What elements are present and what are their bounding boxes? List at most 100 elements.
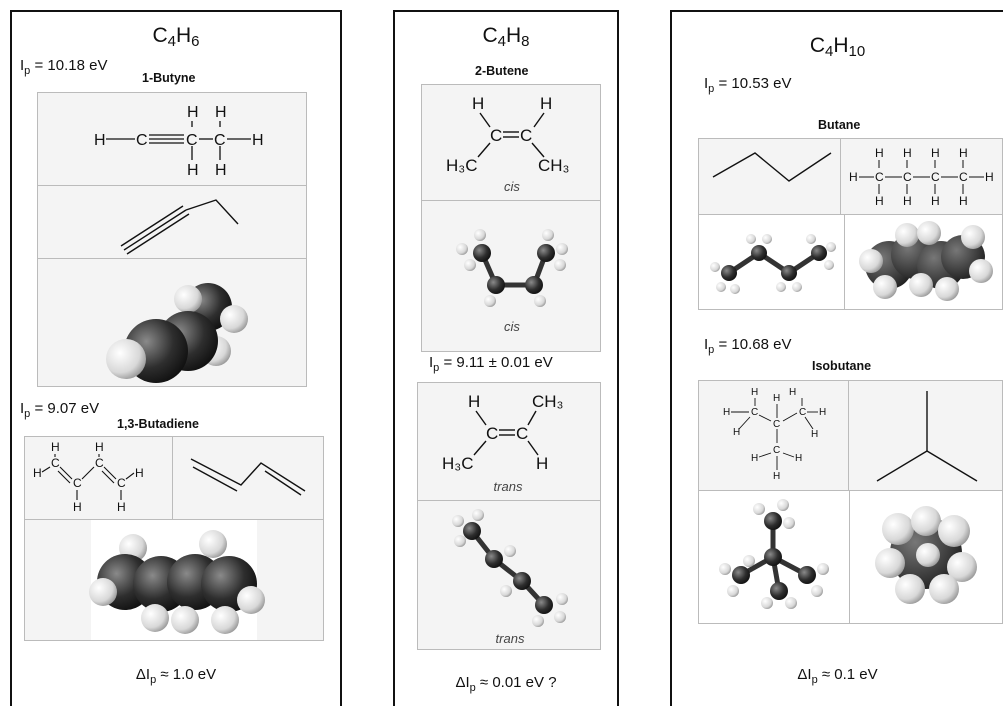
svg-text:H: H (931, 146, 940, 160)
panel-c4h8: C4H8 2-Butene H H C C H₃C CH₃ cis (393, 10, 619, 706)
lewis-butane-svg: H C C C C H H H H H H H H H (849, 146, 994, 208)
svg-text:H: H (252, 132, 264, 149)
svg-text:H: H (875, 146, 884, 160)
svg-text:H: H (117, 500, 126, 514)
svg-text:H: H (95, 440, 104, 454)
space-filling-model-isobutane (849, 491, 1002, 623)
svg-text:trans: trans (496, 631, 525, 646)
svg-text:H: H (773, 471, 780, 482)
ip-1-butyne: Ip = 10.18 eV (20, 57, 108, 77)
delta-ip-c4h8: ΔIp ≈ 0.01 eV ? (455, 674, 557, 694)
svg-text:H: H (903, 194, 912, 208)
svg-text:C: C (903, 170, 912, 184)
svg-text:C: C (751, 407, 758, 418)
panel-c4h10: C4H10 Ip = 10.53 eV Butane H C C C C H H… (670, 10, 1003, 706)
svg-text:C: C (117, 476, 126, 490)
svg-text:C: C (73, 476, 82, 490)
svg-text:H: H (819, 407, 826, 418)
svg-text:H: H (723, 407, 730, 418)
svg-text:H: H (215, 162, 227, 179)
svg-text:H: H (733, 427, 740, 438)
svg-text:C: C (875, 170, 884, 184)
svg-text:H₃C: H₃C (446, 156, 477, 175)
ip-isobutane: Ip = 10.68 eV (704, 336, 792, 356)
lewis-1-butyne-svg: H C C C H H H H H (94, 104, 264, 179)
skeletal-isobutane-svg (876, 391, 978, 482)
skeletal-butane-svg (712, 152, 832, 182)
delta-ip-c4h10: ΔIp ≈ 0.1 eV (797, 666, 878, 686)
svg-text:C: C (51, 456, 60, 470)
svg-text:cis: cis (504, 319, 520, 334)
skeletal-13-butadiene-svg (190, 458, 306, 496)
svg-text:H: H (789, 387, 796, 398)
space-filling-model-1-butyne (38, 259, 306, 387)
svg-text:C: C (490, 126, 502, 145)
skeletal-1-butyne-svg (120, 199, 239, 255)
svg-text:C: C (773, 419, 780, 430)
model-1-butyne-svg (106, 283, 248, 383)
svg-text:trans: trans (494, 479, 523, 494)
formula-c4h8: C4H8 (482, 24, 530, 50)
model-13-butadiene-svg (89, 520, 265, 640)
name-1-3-butadiene: 1,3-Butadiene (117, 417, 199, 431)
lewis-13-butadiene-svg: H C H C H C H C H H (33, 440, 144, 514)
ball-stick-model-cis-2-butene: cis (422, 201, 600, 351)
model-butane-ball-svg (710, 234, 836, 294)
ip-2-butene: Ip = 9.11 ± 0.01 eV (429, 354, 553, 374)
svg-text:C: C (799, 407, 806, 418)
svg-text:H: H (811, 429, 818, 440)
svg-text:C: C (186, 132, 198, 149)
structure-box-butane: H C C C C H H H H H H H H H (698, 138, 1003, 310)
svg-text:cis: cis (504, 179, 520, 194)
ip-1-3-butadiene: Ip = 9.07 eV (20, 400, 100, 420)
svg-text:C: C (516, 424, 528, 443)
svg-text:H: H (536, 454, 548, 473)
lewis-structure-1-butyne: H C C C H H H H H (38, 93, 306, 186)
svg-text:H: H (931, 194, 940, 208)
svg-text:H: H (959, 194, 968, 208)
svg-text:H: H (51, 440, 60, 454)
svg-text:H: H (959, 146, 968, 160)
svg-text:H: H (751, 453, 758, 464)
ball-stick-model-butane (699, 215, 845, 309)
structure-box-trans-2-butene: H CH₃ C C H₃C H trans (417, 382, 601, 650)
svg-text:H: H (985, 170, 994, 184)
svg-text:H: H (875, 194, 884, 208)
svg-text:H₃C: H₃C (442, 454, 473, 473)
svg-text:H: H (33, 466, 42, 480)
svg-text:C: C (931, 170, 940, 184)
name-2-butene: 2-Butene (475, 64, 529, 78)
svg-text:H: H (135, 466, 144, 480)
model-butane-space-svg (859, 221, 993, 301)
model-isobutane-space-svg (875, 506, 977, 604)
svg-text:H: H (187, 104, 199, 121)
space-filling-model-1-3-butadiene (25, 520, 323, 640)
space-filling-model-butane (845, 215, 1002, 309)
svg-text:H: H (468, 392, 480, 411)
svg-text:H: H (187, 162, 199, 179)
lewis-cis-svg: H H C C H₃C CH₃ cis (446, 94, 569, 194)
formula-c4h6: C4H6 (152, 24, 200, 50)
skeletal-structure-1-3-butadiene (173, 437, 323, 520)
name-1-butyne: 1-Butyne (142, 71, 196, 85)
svg-text:H: H (73, 500, 82, 514)
lewis-structure-isobutane: H H H C C C H H H C H H H H (699, 381, 849, 491)
svg-text:C: C (486, 424, 498, 443)
svg-text:H: H (540, 94, 552, 113)
skeletal-structure-1-butyne (38, 186, 306, 259)
svg-text:C: C (136, 132, 148, 149)
panel-c4h6: C4H6 Ip = 10.18 eV 1-Butyne H C C C H H … (10, 10, 342, 706)
skeletal-structure-isobutane (849, 381, 1002, 491)
skeletal-structure-butane (699, 139, 841, 215)
structure-box-cis-2-butene: H H C C H₃C CH₃ cis (421, 84, 601, 352)
svg-text:C: C (773, 445, 780, 456)
name-isobutane: Isobutane (812, 359, 872, 373)
ball-stick-model-trans-2-butene: trans (418, 501, 600, 649)
formula-c4h10: C4H10 (809, 34, 866, 60)
svg-text:H: H (472, 94, 484, 113)
lewis-structure-trans-2-butene: H CH₃ C C H₃C H trans (418, 383, 600, 501)
svg-text:C: C (214, 132, 226, 149)
svg-text:H: H (773, 393, 780, 404)
lewis-structure-1-3-butadiene: H C H C H C H C H H (25, 437, 173, 520)
svg-text:CH₃: CH₃ (532, 392, 563, 411)
